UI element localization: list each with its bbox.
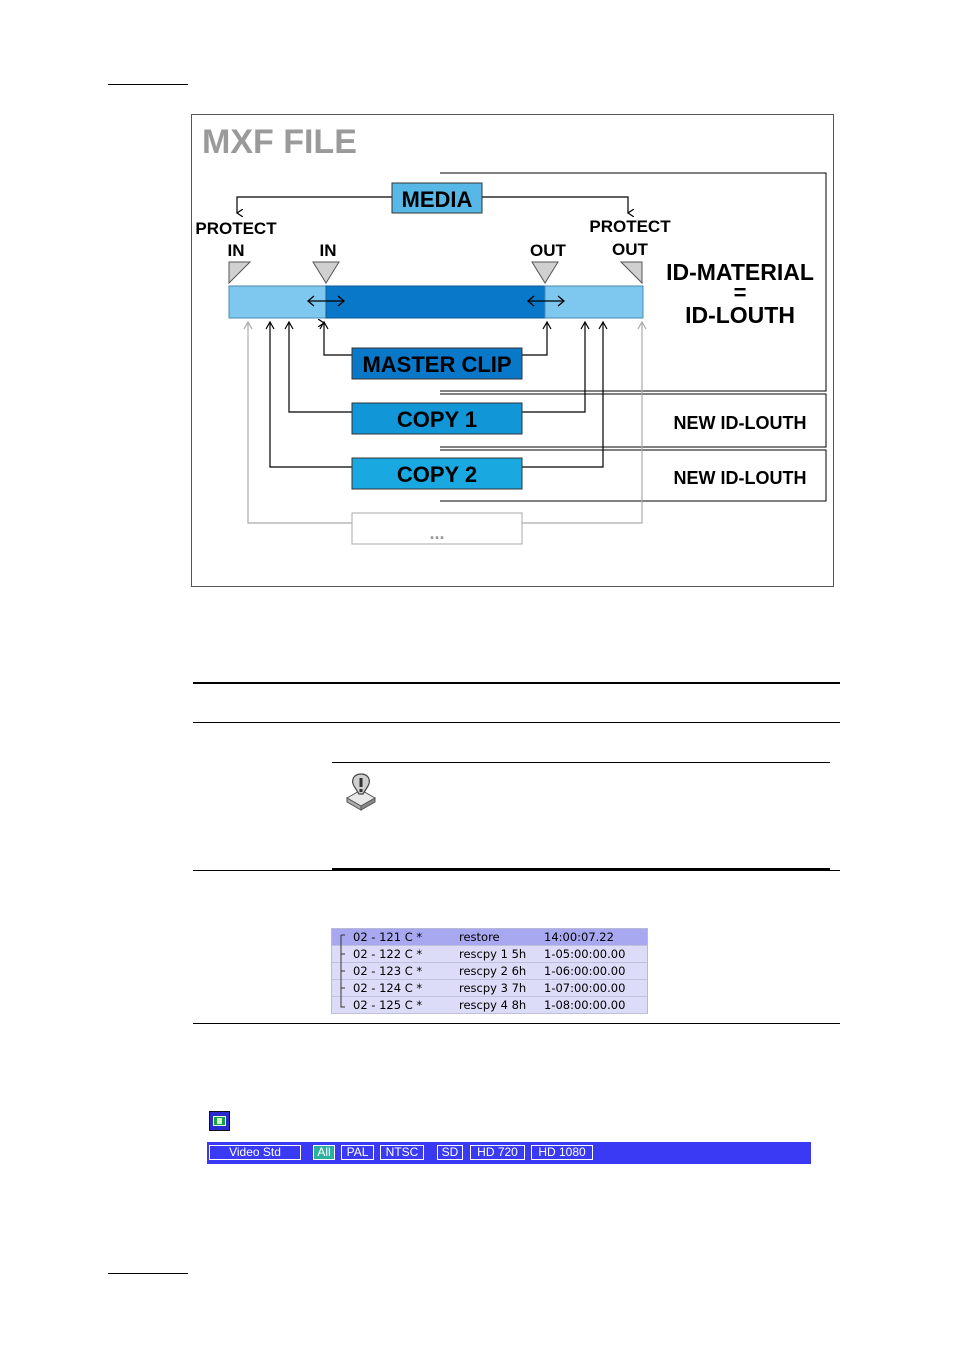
footer-rule <box>108 1273 188 1274</box>
table-top-rule <box>193 682 840 684</box>
video-filter-icon[interactable] <box>209 1111 230 1131</box>
table-bottom-rule <box>193 1023 840 1024</box>
filter-sd-button[interactable]: SD <box>437 1145 463 1160</box>
clip-timecode: 1-08:00:00.00 <box>544 998 626 1012</box>
out-marker <box>531 261 559 284</box>
more-box <box>351 512 523 545</box>
clip-list-row[interactable]: 02 - 121 C * restore 14:00:07.22 <box>332 929 647 946</box>
id-material-bracket <box>440 172 827 392</box>
protect-out-label-2: OUT <box>612 240 649 259</box>
clip-list-row[interactable]: 02 - 122 C * rescpy 1 5h 1-05:00:00.00 <box>332 946 647 963</box>
clip-name: rescpy 4 8h <box>459 998 527 1012</box>
tree-connector-icon <box>340 980 345 997</box>
copy2-in-connector <box>269 323 352 468</box>
clip-timecode: 14:00:07.22 <box>544 930 614 944</box>
out-double-arrow <box>526 295 566 307</box>
copy1-in-connector <box>288 323 352 413</box>
id-material-line2: = <box>734 280 747 305</box>
clip-name: rescpy 1 5h <box>459 947 527 961</box>
timeline-main <box>325 285 546 319</box>
more-in-connector <box>247 323 352 524</box>
protect-in-marker <box>228 261 252 285</box>
note-top-rule <box>332 762 830 763</box>
filter-all-button[interactable]: All <box>313 1145 335 1160</box>
filter-hd1080-button[interactable]: HD 1080 <box>531 1145 593 1160</box>
clip-name: restore <box>459 930 500 944</box>
master-clip-box <box>351 347 523 380</box>
media-right-arrow <box>482 196 628 213</box>
header-rule <box>108 84 188 85</box>
clip-name: rescpy 2 6h <box>459 964 527 978</box>
note-bottom-rule <box>332 868 830 870</box>
clip-id: 02 - 125 C * <box>353 998 423 1012</box>
clip-id: 02 - 124 C * <box>353 981 423 995</box>
new-id-bracket-2 <box>440 449 827 502</box>
copy1-box <box>351 402 523 435</box>
video-std-filter-bar: Video Std All PAL NTSC SD HD 720 HD 1080 <box>207 1142 811 1164</box>
master-out-connector <box>522 323 548 356</box>
media-label: MEDIA <box>402 187 473 212</box>
diagram-canvas: MXF FILE MEDIA PROTECT IN IN OUT PROTECT… <box>195 123 827 545</box>
clip-timecode: 1-05:00:00.00 <box>544 947 626 961</box>
media-left-arrow <box>237 196 392 213</box>
copy2-out-connector <box>522 323 604 468</box>
tree-connector-icon <box>340 934 345 946</box>
protect-out-label-1: PROTECT <box>589 217 671 236</box>
clip-name: rescpy 3 7h <box>459 981 527 995</box>
timeline-protect-out <box>544 285 644 319</box>
master-in-connector <box>324 323 352 356</box>
clip-timecode: 1-07:00:00.00 <box>544 981 626 995</box>
copy1-label: COPY 1 <box>397 407 477 432</box>
clip-list-row[interactable]: 02 - 124 C * rescpy 3 7h 1-07:00:00.00 <box>332 980 647 997</box>
clip-id: 02 - 122 C * <box>353 947 423 961</box>
tree-connector-icon <box>340 997 345 1008</box>
copy2-label: COPY 2 <box>397 462 477 487</box>
more-label: ... <box>429 523 444 543</box>
in-marker <box>312 261 340 284</box>
more-out-connector <box>522 323 643 524</box>
clip-id: 02 - 121 C * <box>353 930 423 944</box>
clip-id: 02 - 123 C * <box>353 964 423 978</box>
diagram-title: MXF FILE <box>202 123 357 161</box>
new-id-louth-2: NEW ID-LOUTH <box>674 468 807 488</box>
id-material-line1: ID-MATERIAL <box>666 259 814 285</box>
clip-list-row[interactable]: 02 - 123 C * rescpy 2 6h 1-06:00:00.00 <box>332 963 647 980</box>
in-double-arrow <box>306 295 346 307</box>
protect-out-marker <box>619 261 643 285</box>
protect-in-label-1: PROTECT <box>195 219 277 238</box>
filter-ntsc-button[interactable]: NTSC <box>380 1145 424 1160</box>
tree-connector-icon <box>340 946 345 963</box>
mxf-file-diagram: MXF FILE MEDIA PROTECT IN IN OUT PROTECT… <box>191 114 834 587</box>
media-box <box>391 182 483 214</box>
copy1-out-connector <box>522 323 586 413</box>
copy2-box <box>351 457 523 490</box>
new-id-bracket-1 <box>440 393 827 448</box>
out-label: OUT <box>530 241 567 260</box>
clip-timecode: 1-06:00:00.00 <box>544 964 626 978</box>
table-rule-3 <box>193 870 840 871</box>
note-icon <box>345 773 377 811</box>
new-id-louth-1: NEW ID-LOUTH <box>674 413 807 433</box>
master-clip-label: MASTER CLIP <box>362 352 511 377</box>
protect-in-label-2: IN <box>228 241 245 260</box>
id-material-line3: ID-LOUTH <box>685 302 795 328</box>
timeline-protect-in <box>228 285 327 319</box>
in-label: IN <box>320 241 337 260</box>
tree-connector-icon <box>340 963 345 980</box>
table-rule-2 <box>193 722 840 723</box>
filter-hd720-button[interactable]: HD 720 <box>470 1145 525 1160</box>
filter-pal-button[interactable]: PAL <box>341 1145 374 1160</box>
clip-list: 02 - 121 C * restore 14:00:07.22 02 - 122 C… <box>331 928 648 1014</box>
clip-list-row[interactable]: 02 - 125 C * rescpy 4 8h 1-08:00:00.00 <box>332 997 647 1014</box>
video-std-label: Video Std <box>209 1145 301 1160</box>
